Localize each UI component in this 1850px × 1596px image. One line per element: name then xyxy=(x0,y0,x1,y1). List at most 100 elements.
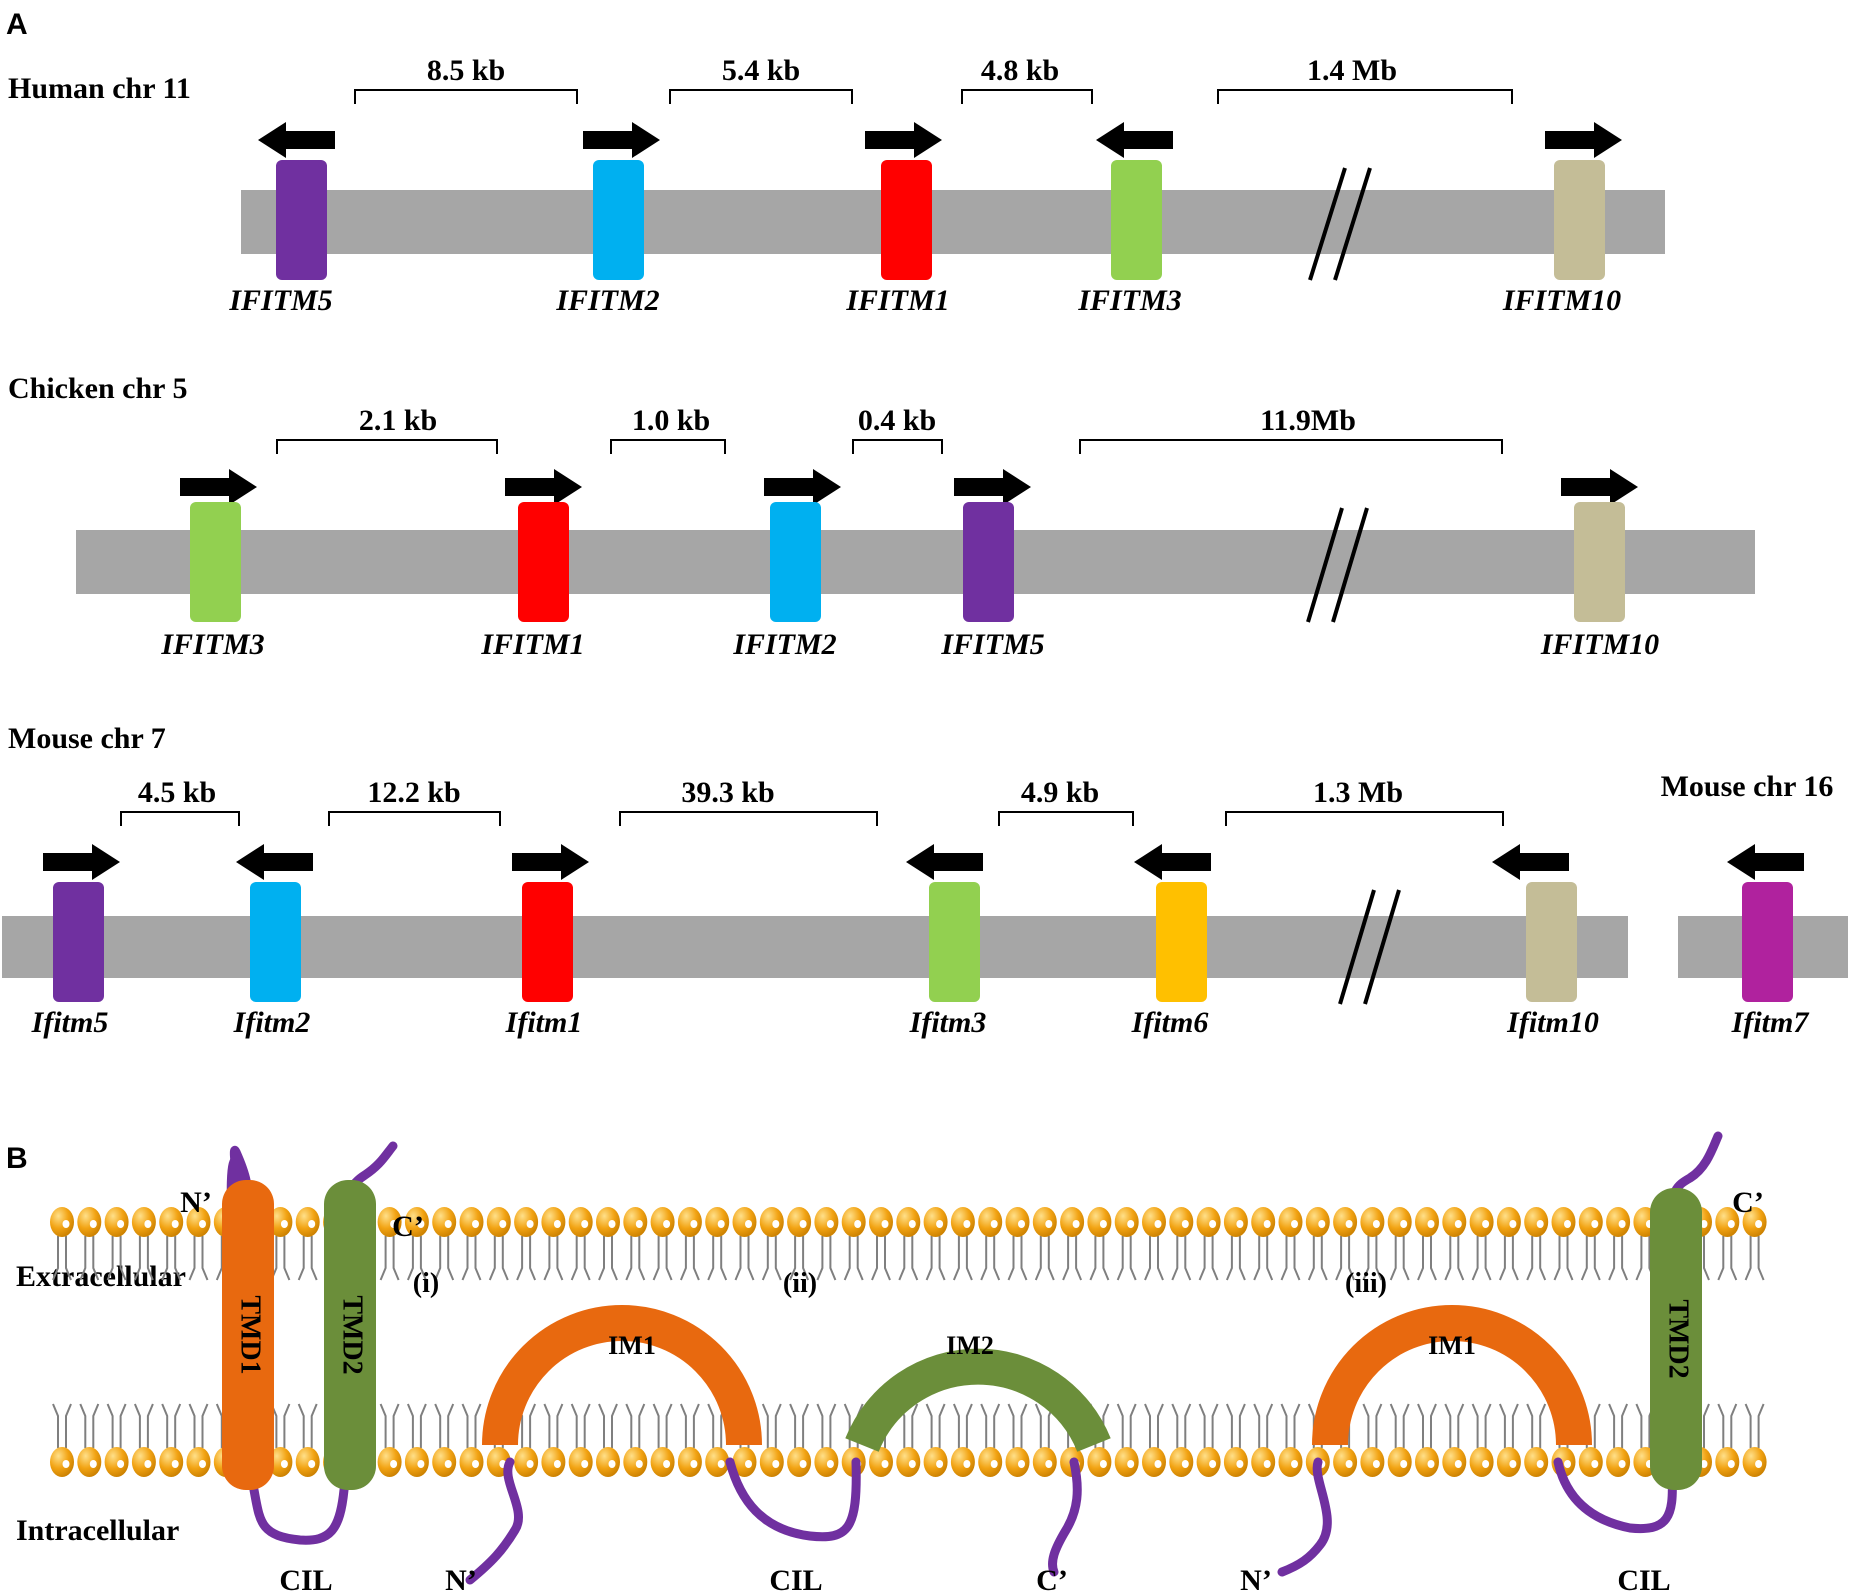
gene-ifitm3: IFITM3 xyxy=(1077,122,1182,317)
lipid-highlight xyxy=(1209,1220,1217,1228)
lipid-highlight xyxy=(144,1460,152,1468)
n-terminus-label: N’ xyxy=(180,1186,212,1219)
lipid-head xyxy=(1251,1447,1276,1477)
lipid-tail xyxy=(461,1236,482,1281)
lipid-tail xyxy=(133,1403,154,1448)
lipid-tail xyxy=(598,1403,618,1448)
lipid-head xyxy=(1469,1207,1494,1237)
lipid-tail xyxy=(761,1403,782,1448)
lipid-head xyxy=(1333,1207,1358,1237)
lipid-tail xyxy=(161,1236,182,1281)
n-terminus-strand xyxy=(465,1457,523,1585)
lipid-head xyxy=(77,1447,102,1477)
lipid-highlight xyxy=(199,1460,206,1468)
lipid-head xyxy=(978,1207,1003,1237)
lipid-highlight xyxy=(1099,1460,1107,1468)
lipid-highlight xyxy=(1045,1460,1053,1468)
lipid-tail xyxy=(1417,1403,1437,1448)
lipid-head xyxy=(1360,1447,1385,1477)
lipid-tail xyxy=(106,1403,127,1448)
lipid-tail xyxy=(1007,1403,1028,1448)
lipid-tail xyxy=(1498,1236,1519,1281)
lipid-head xyxy=(186,1447,211,1477)
topology-i-label: (i) xyxy=(413,1268,439,1299)
lipid-highlight xyxy=(1181,1220,1189,1228)
lipid-highlight xyxy=(963,1220,971,1228)
lipid-head xyxy=(432,1447,457,1477)
lipid-head xyxy=(1496,1207,1521,1237)
lipid-head xyxy=(1223,1447,1248,1477)
lipid-tail xyxy=(270,1236,291,1281)
distance-bracket: 12.2 kb xyxy=(328,776,501,826)
lipid-head xyxy=(650,1207,675,1237)
gene-box xyxy=(1742,882,1793,1002)
cil-label: CIL xyxy=(279,1564,332,1596)
lipid-highlight xyxy=(1454,1220,1462,1228)
lipid-highlight xyxy=(553,1460,561,1468)
panel-b-label: B xyxy=(6,1142,28,1175)
im2-label: IM2 xyxy=(946,1331,994,1360)
lipid-highlight xyxy=(1755,1460,1763,1468)
lipid-tail xyxy=(1225,1403,1246,1448)
cil-label: CIL xyxy=(1617,1564,1670,1596)
lipid-head xyxy=(514,1207,539,1237)
lipid-tail xyxy=(1444,1403,1465,1448)
tmd1-label: TMD1 xyxy=(235,1295,266,1374)
tmd2-domain: TMD2 xyxy=(1650,1188,1702,1490)
gene-label: Ifitm6 xyxy=(1131,1006,1209,1039)
lipid-highlight xyxy=(1618,1460,1626,1468)
lipid-tail xyxy=(816,1403,837,1448)
lipid-head xyxy=(896,1447,921,1477)
gene-label: IFITM5 xyxy=(228,284,332,317)
lipid-tail xyxy=(1116,1236,1137,1281)
lipid-head xyxy=(950,1447,975,1477)
lipid-head xyxy=(1196,1207,1221,1237)
lipid-head xyxy=(1415,1207,1439,1237)
lipid-head xyxy=(1551,1207,1576,1237)
distance-label: 11.9Mb xyxy=(1260,404,1356,437)
distance-label: 1.3 Mb xyxy=(1313,776,1403,809)
lipid-head xyxy=(896,1207,921,1237)
lipid-tail xyxy=(434,1236,455,1281)
lipid-head xyxy=(50,1207,74,1237)
lipid-tail xyxy=(1362,1236,1383,1281)
lipid-highlight xyxy=(1482,1460,1490,1468)
lipid-head xyxy=(1251,1207,1276,1237)
lipid-highlight xyxy=(854,1220,862,1228)
lipid-head xyxy=(1142,1447,1166,1477)
gene-box xyxy=(881,160,932,280)
gene-ifitm5: IFITM5 xyxy=(228,122,335,317)
distance-bracket: 0.4 kb xyxy=(852,404,943,454)
lipid-head xyxy=(568,1447,593,1477)
lipid-head xyxy=(1278,1447,1303,1477)
lipid-head xyxy=(1606,1207,1631,1237)
gene-box xyxy=(1156,882,1207,1002)
n-terminus-label: N’ xyxy=(1240,1564,1272,1596)
lipid-head xyxy=(377,1207,402,1237)
tmd2-label: TMD2 xyxy=(1663,1299,1694,1378)
lipid-highlight xyxy=(1045,1220,1053,1228)
lipid-head xyxy=(186,1207,211,1237)
lipid-head xyxy=(869,1447,893,1477)
lipid-head xyxy=(596,1207,620,1237)
lipid-highlight xyxy=(1236,1220,1244,1228)
lipid-highlight xyxy=(608,1220,616,1228)
lipid-tail xyxy=(707,1236,728,1281)
lipid-highlight xyxy=(608,1460,616,1468)
gene-label: IFITM1 xyxy=(845,284,949,317)
lipid-head xyxy=(814,1207,839,1237)
distance-label: 4.8 kb xyxy=(981,54,1059,87)
row-title: Chicken chr 5 xyxy=(8,372,187,405)
distance-bracket: 2.1 kb xyxy=(276,404,498,454)
lipid-tail xyxy=(1471,1403,1492,1448)
lipid-highlight xyxy=(772,1460,780,1468)
lipid-head xyxy=(1278,1207,1303,1237)
cil-loop xyxy=(725,1457,861,1542)
arrow-left-icon xyxy=(258,122,335,158)
lipid-highlight xyxy=(745,1460,752,1468)
lipid-highlight xyxy=(417,1220,425,1228)
lipid-head xyxy=(159,1207,184,1237)
lipid-head xyxy=(1742,1207,1767,1237)
distance-label: 5.4 kb xyxy=(722,54,800,87)
lipid-highlight xyxy=(1427,1220,1435,1228)
